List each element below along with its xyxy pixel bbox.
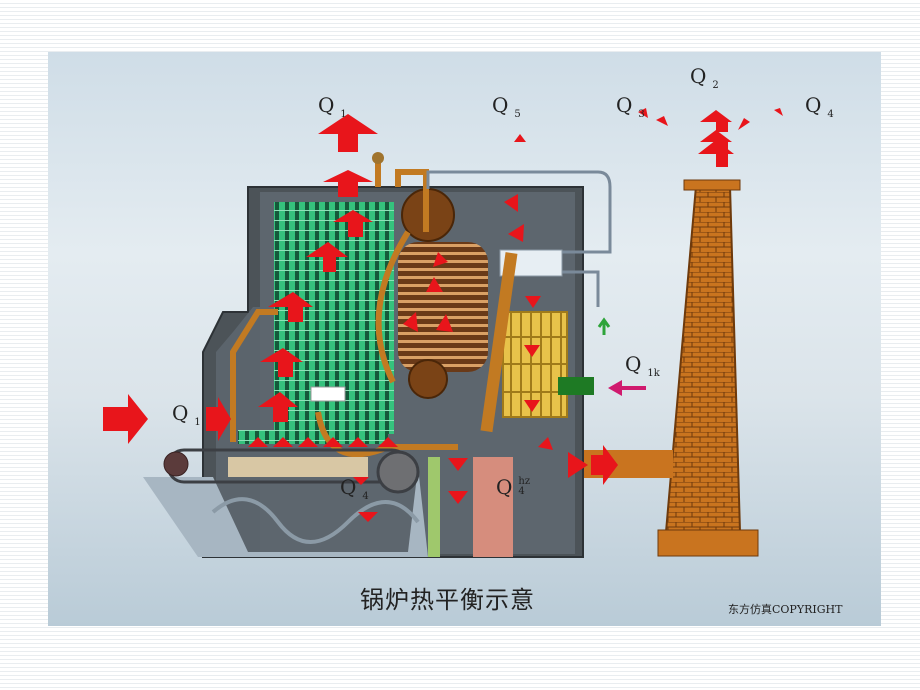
flue-baffle: [480, 252, 518, 433]
water-pipes: [426, 170, 612, 307]
ash-hopper: [473, 457, 513, 557]
cold-air-arrow: [597, 317, 611, 335]
q2-main-arrow-a: [698, 140, 734, 167]
convection-coil: [398, 242, 488, 372]
q3-arrow-a: [638, 108, 648, 118]
diagram-caption: 锅炉热平衡示意: [360, 586, 535, 614]
air-preheater: [502, 311, 568, 418]
q2-main-arrow-c: [700, 110, 732, 132]
ash-pipe: [428, 457, 440, 557]
fuel-input-arrow: [103, 394, 148, 444]
coal-bed: [228, 457, 368, 477]
boiler-heat-balance-diagram: [103, 108, 783, 558]
air-inlet-duct: [558, 377, 594, 395]
furnace-bottom-tubes: [238, 430, 388, 444]
grate-rear-wheel: [376, 450, 420, 494]
q2-main-arrow-b: [700, 130, 732, 152]
q5-arrow: [514, 134, 526, 142]
safety-valve: [372, 152, 384, 164]
grate-wave: [211, 497, 420, 544]
mud-drum: [408, 359, 448, 399]
air-inlet-arrow: [608, 380, 646, 396]
chimney: [657, 179, 759, 557]
heat-flow-arrows: [103, 108, 783, 522]
pipes: [230, 162, 458, 458]
q1-output-arrow: [318, 114, 378, 152]
grate-front-wheel: [163, 451, 189, 477]
q3-arrow-b: [656, 116, 668, 126]
q4-arrow-b: [774, 108, 783, 116]
copyright-text: 东方仿真COPYRIGHT: [728, 603, 843, 616]
q4-arrow-a: [738, 118, 750, 130]
burner-nozzle: [310, 386, 346, 402]
furnace-input-arrow: [206, 397, 231, 441]
flue-exit-arrow: [591, 445, 618, 485]
coal-hopper: [143, 467, 428, 557]
